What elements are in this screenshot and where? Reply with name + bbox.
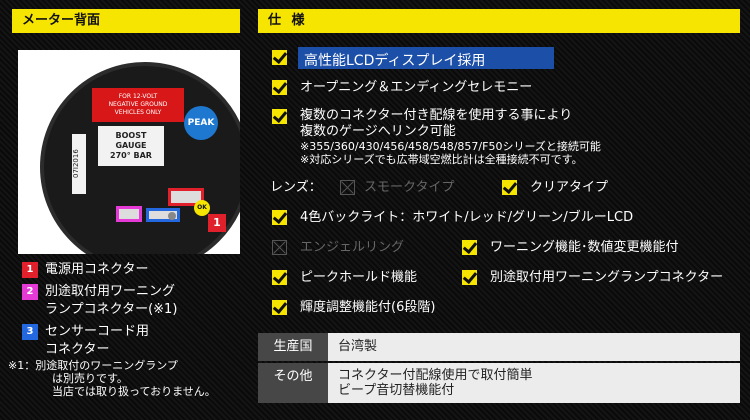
table-cell: コネクター付配線使用で取付簡単 ビープ音切替機能付 xyxy=(338,368,533,398)
connector-number-1: 1 xyxy=(208,214,226,232)
voltage-label: FOR 12-VOLT NEGATIVE GROUND VEHICLES ONL… xyxy=(92,88,184,122)
lens-label: レンズ： xyxy=(270,180,322,195)
spec-backlight: 4色バックライト：ホワイト/レッド/グリーン/ブルーLCD xyxy=(300,210,634,225)
lens-smoke: スモークタイプ xyxy=(364,180,455,195)
check-icon xyxy=(462,240,477,255)
gauge-back-photo: FOR 12-VOLT NEGATIVE GROUND VEHICLES ONL… xyxy=(18,50,240,254)
spec-peak-hold: ピークホールド機能 xyxy=(300,270,418,285)
connector-1 xyxy=(168,188,204,206)
lens-clear: クリアタイプ xyxy=(530,180,609,195)
spec-multi-link: 複数のコネクター付き配線を使用する事により 複数のゲージへリンク可能 ※355/… xyxy=(300,108,601,166)
section-header-back: メーター背面 xyxy=(12,9,240,33)
legend-number: 3 xyxy=(22,324,38,340)
check-icon xyxy=(272,109,287,124)
check-icon xyxy=(272,270,287,285)
table-head: 生産国 xyxy=(258,333,328,361)
spec-brightness: 輝度調整機能付(6段階) xyxy=(300,300,436,315)
check-icon xyxy=(462,270,477,285)
check-icon xyxy=(502,180,517,195)
section-header-spec: 仕 様 xyxy=(258,9,740,33)
ok-sticker: OK xyxy=(194,200,210,216)
table-row: その他 コネクター付配線使用で取付簡単 ビープ音切替機能付 xyxy=(258,363,740,403)
spec-warning-function: ワーニング機能･数値変更機能付 xyxy=(490,240,679,255)
spec-lcd-display: 高性能LCDディスプレイ採用 xyxy=(304,53,486,69)
serial-sticker: 07I2016 xyxy=(72,134,86,194)
check-icon xyxy=(272,50,287,65)
gauge-type-tag: BOOST GAUGE 270° BAR xyxy=(98,126,164,166)
mounting-pin xyxy=(168,212,176,220)
check-icon xyxy=(272,300,287,315)
highlight-bar xyxy=(298,47,554,69)
unchecked-icon xyxy=(340,180,355,195)
table-head: その他 xyxy=(258,363,328,403)
peak-button: PEAK xyxy=(184,106,218,140)
legend-number: 2 xyxy=(22,284,38,300)
spec-angel-ring: エンジェルリング xyxy=(300,240,405,255)
connector-2 xyxy=(116,206,142,222)
table-row: 生産国 台湾製 xyxy=(258,333,740,361)
check-icon xyxy=(272,80,287,95)
spec-opening-ceremony: オープニング＆エンディングセレモニー xyxy=(300,80,533,95)
legend-number: 1 xyxy=(22,262,38,278)
spec-warning-lamp-connector: 別途取付用ワーニングランプコネクター xyxy=(490,270,724,285)
unchecked-icon xyxy=(272,240,287,255)
check-icon xyxy=(272,210,287,225)
table-cell: 台湾製 xyxy=(338,339,378,354)
footnote: ※1：別途取付のワーニングランプ は別売りです。 当店では取り扱っておりません。 xyxy=(8,359,216,398)
